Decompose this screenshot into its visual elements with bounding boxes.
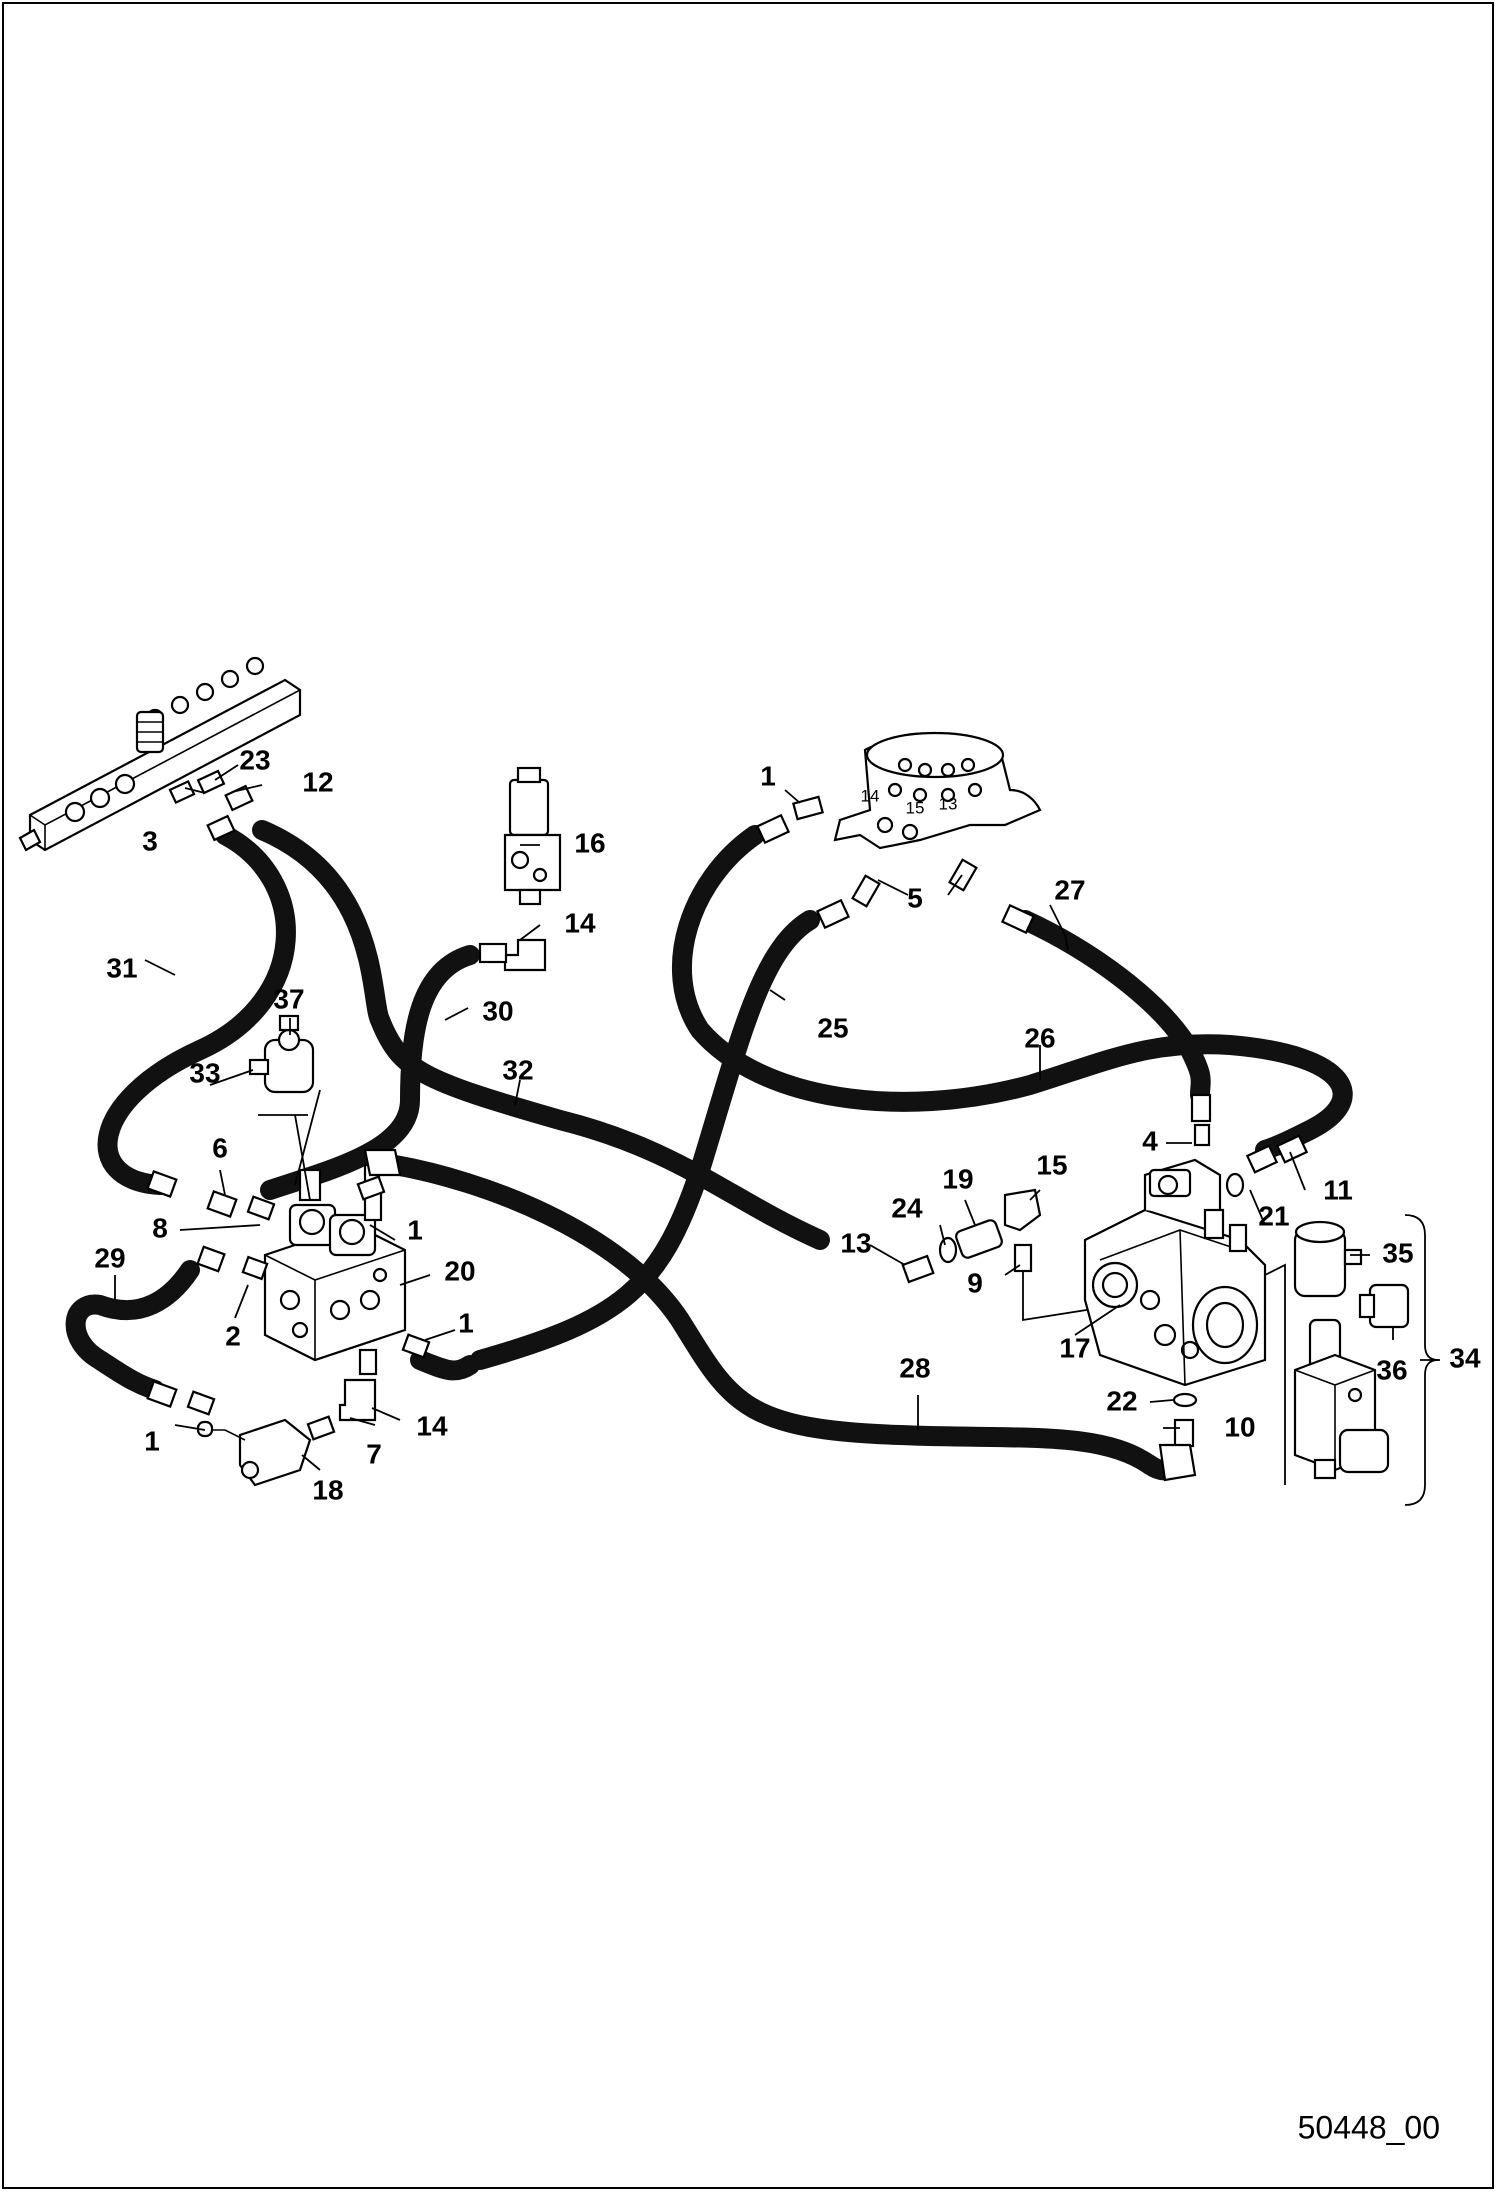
callout-18: 18 <box>312 1474 343 1505</box>
callout-15: 15 <box>1036 1149 1067 1180</box>
callout-21: 21 <box>1258 1200 1289 1231</box>
callout-23: 23 <box>239 744 270 775</box>
callout-3: 3 <box>142 825 158 856</box>
callout-1-top: 1 <box>760 760 776 791</box>
callout-9: 9 <box>967 1267 983 1298</box>
port-label-15: 15 <box>906 798 925 817</box>
callout-14-top: 14 <box>564 907 596 938</box>
hose-28 <box>385 1155 1160 1475</box>
hose-29 <box>65 1260 200 1400</box>
callout-1-block-top: 1 <box>407 1214 423 1245</box>
callout-24: 24 <box>891 1192 923 1223</box>
callout-33: 33 <box>189 1057 220 1088</box>
callout-11: 11 <box>1323 1174 1353 1205</box>
port-label-13: 13 <box>939 794 958 813</box>
valve-18 <box>196 1418 312 1487</box>
callout-1-bottom: 1 <box>144 1425 160 1456</box>
callout-36: 36 <box>1376 1354 1407 1385</box>
callout-14-bottom: 14 <box>416 1410 448 1441</box>
fittings-left <box>146 1148 431 1441</box>
fittings-center <box>901 1188 1151 1322</box>
drawing-id: 50448_00 <box>1298 2109 1440 2145</box>
callout-8: 8 <box>152 1212 168 1243</box>
hose-26 <box>671 825 1353 1160</box>
callout-12: 12 <box>302 766 333 797</box>
callout-27: 27 <box>1054 874 1085 905</box>
callout-5: 5 <box>907 882 923 913</box>
hose-block-right <box>410 1350 480 1381</box>
callout-28: 28 <box>899 1352 930 1383</box>
callout-37: 37 <box>273 983 304 1014</box>
bracket: 14 15 13 <box>755 731 1042 935</box>
callout-22: 22 <box>1106 1385 1137 1416</box>
hose-31 <box>97 825 296 1195</box>
callout-7: 7 <box>366 1438 382 1469</box>
coil-33 <box>248 1014 321 1201</box>
callout-13: 13 <box>840 1227 871 1258</box>
valve-34 <box>1264 1214 1439 1506</box>
callout-20: 20 <box>444 1255 475 1286</box>
callout-26: 26 <box>1024 1022 1055 1053</box>
hose-25 <box>470 910 820 1370</box>
hose-27 <box>1015 910 1211 1105</box>
callouts: 1 1 1 1 2 3 4 5 6 7 8 9 10 11 12 13 14 1… <box>94 744 1481 1505</box>
leader-lines <box>114 764 1440 1471</box>
callout-17: 17 <box>1059 1332 1090 1363</box>
callout-32: 32 <box>502 1054 533 1085</box>
callout-1-block-right: 1 <box>458 1307 474 1338</box>
hose-30 <box>260 945 480 1200</box>
callout-10: 10 <box>1224 1411 1255 1442</box>
manifold-bar <box>18 656 302 852</box>
valve-16 <box>478 766 562 972</box>
callout-16: 16 <box>574 827 605 858</box>
callout-30: 30 <box>482 995 513 1026</box>
callout-4: 4 <box>1142 1125 1158 1156</box>
callout-29: 29 <box>94 1242 125 1273</box>
callout-31: 31 <box>106 952 137 983</box>
callout-6: 6 <box>212 1132 228 1163</box>
callout-19: 19 <box>942 1163 973 1194</box>
callout-34: 34 <box>1449 1342 1481 1373</box>
callout-35: 35 <box>1382 1237 1413 1268</box>
valve-block-20 <box>263 1163 407 1362</box>
callout-2: 2 <box>225 1320 241 1351</box>
pump-17 <box>1083 1093 1309 1482</box>
port-label-14: 14 <box>861 786 880 805</box>
hose-32 <box>252 820 830 1250</box>
callout-25: 25 <box>817 1012 848 1043</box>
